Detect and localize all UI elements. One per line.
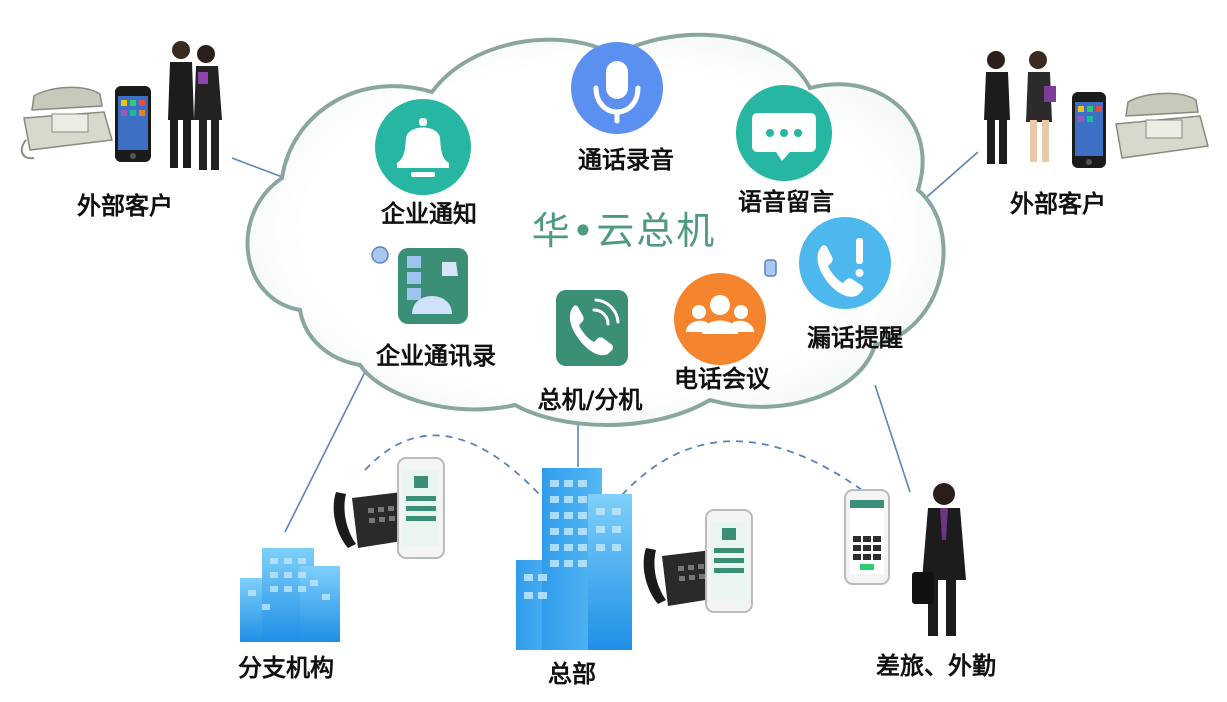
desk-phone-icon [643,548,718,606]
dashed-links [364,434,863,496]
dashed-link-hq-travel [621,440,863,496]
decor-dot [371,246,389,264]
external-client-left-label: 外部客户 [77,192,173,220]
external-client-left: 外部客户 [20,41,222,220]
businesspeople-icon [984,51,1056,164]
missed-call-reminder-label: 漏话提醒 [807,324,903,352]
enterprise-directory-label: 企业通讯录 [376,342,496,370]
call-recording-label: 通话录音 [578,146,674,174]
branch-office: 分支机构 [238,457,445,682]
voice-message-feature[interactable]: 语音留言 [736,85,834,216]
external-client-right-label: 外部客户 [1010,190,1106,218]
bell-icon [397,118,449,177]
line-travel [874,384,911,493]
pbx-extension-label: 总机/分机 [538,386,643,414]
call-recording-feature[interactable]: 通话录音 [571,42,674,174]
building-icon [240,548,340,642]
branch-office-label: 分支机构 [238,654,334,682]
headquarters: 总部 [516,468,753,688]
phone-handset-icon [569,298,620,356]
group-icon-bg [674,273,766,365]
conference-call-feature[interactable]: 电话会议 [674,273,771,393]
smartphone-icon [115,86,151,162]
conference-call-label: 电话会议 [674,365,771,393]
line-left-client [231,157,286,179]
headquarters-label: 总部 [548,660,596,688]
missed-call-icon-bg [799,217,891,309]
enterprise-directory-feature[interactable]: 企业通讯录 [371,246,496,370]
travel-field: 差旅、外勤 [844,483,996,680]
phone-icon-bg [556,290,628,366]
brand-title: 华•云总机 [532,209,716,253]
smartphone-icon [705,509,753,613]
desk-phone-icon [1115,92,1209,159]
businessman-icon [912,483,966,636]
voice-message-label: 语音留言 [738,188,834,216]
travel-field-label: 差旅、外勤 [876,652,996,680]
enterprise-notice-feature[interactable]: 企业通知 [375,99,477,228]
smartphone-icon [844,489,890,585]
pbx-extension-feature[interactable]: 总机/分机 [538,290,643,414]
smartphone-icon [397,457,445,559]
businesspeople-icon [168,41,222,170]
chat-bubble-icon [752,113,816,161]
enterprise-notice-label: 企业通知 [381,200,477,228]
dashed-link-branch-hq [364,434,541,496]
group-people-icon [686,295,754,334]
decor-square [764,259,777,277]
desk-phone-icon [333,492,408,548]
desk-phone-icon [20,86,113,160]
org-chart-icon [407,256,458,314]
line-branch [284,371,366,533]
missed-call-icon [817,238,864,297]
smartphone-icon [1072,92,1106,168]
building-icon [516,468,632,650]
external-client-right: 外部客户 [984,51,1209,218]
missed-call-reminder-feature[interactable]: 漏话提醒 [799,217,903,352]
microphone-icon [593,61,641,124]
